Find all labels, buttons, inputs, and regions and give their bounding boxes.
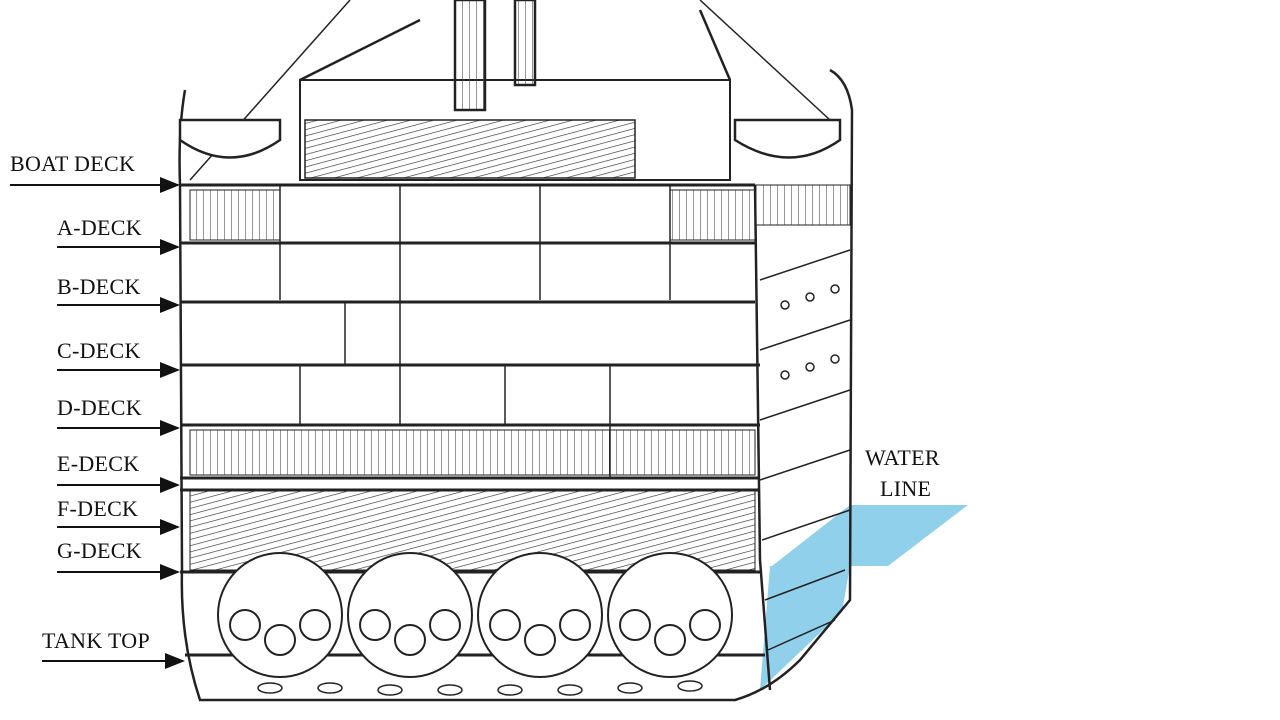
deck-label-d-deck: D-DECK — [57, 395, 180, 436]
deck-label-c-deck: C-DECK — [57, 338, 180, 378]
deck-label-a-deck: A-DECK — [57, 215, 180, 255]
svg-text:LINE: LINE — [880, 476, 931, 501]
svg-text:G-DECK: G-DECK — [57, 538, 142, 563]
waterline-plane — [760, 505, 968, 690]
svg-text:F-DECK: F-DECK — [57, 496, 138, 521]
svg-text:E-DECK: E-DECK — [57, 451, 139, 476]
svg-text:TANK TOP: TANK TOP — [42, 628, 150, 653]
svg-text:D-DECK: D-DECK — [57, 395, 142, 420]
waterline-label: WATER LINE — [865, 445, 940, 501]
deck-label-e-deck: E-DECK — [57, 451, 180, 493]
svg-text:BOAT DECK: BOAT DECK — [10, 151, 135, 176]
ship-hull — [178, 0, 854, 702]
deck-label-g-deck: G-DECK — [57, 538, 180, 580]
deck-label-f-deck: F-DECK — [57, 496, 180, 535]
deck-label-tank-top: TANK TOP — [42, 628, 185, 669]
svg-text:WATER: WATER — [865, 445, 940, 470]
deck-label-b-deck: B-DECK — [57, 274, 180, 313]
svg-text:C-DECK: C-DECK — [57, 338, 141, 363]
svg-text:B-DECK: B-DECK — [57, 274, 141, 299]
deck-label-boat-deck: BOAT DECK — [10, 151, 180, 193]
svg-text:A-DECK: A-DECK — [57, 215, 142, 240]
